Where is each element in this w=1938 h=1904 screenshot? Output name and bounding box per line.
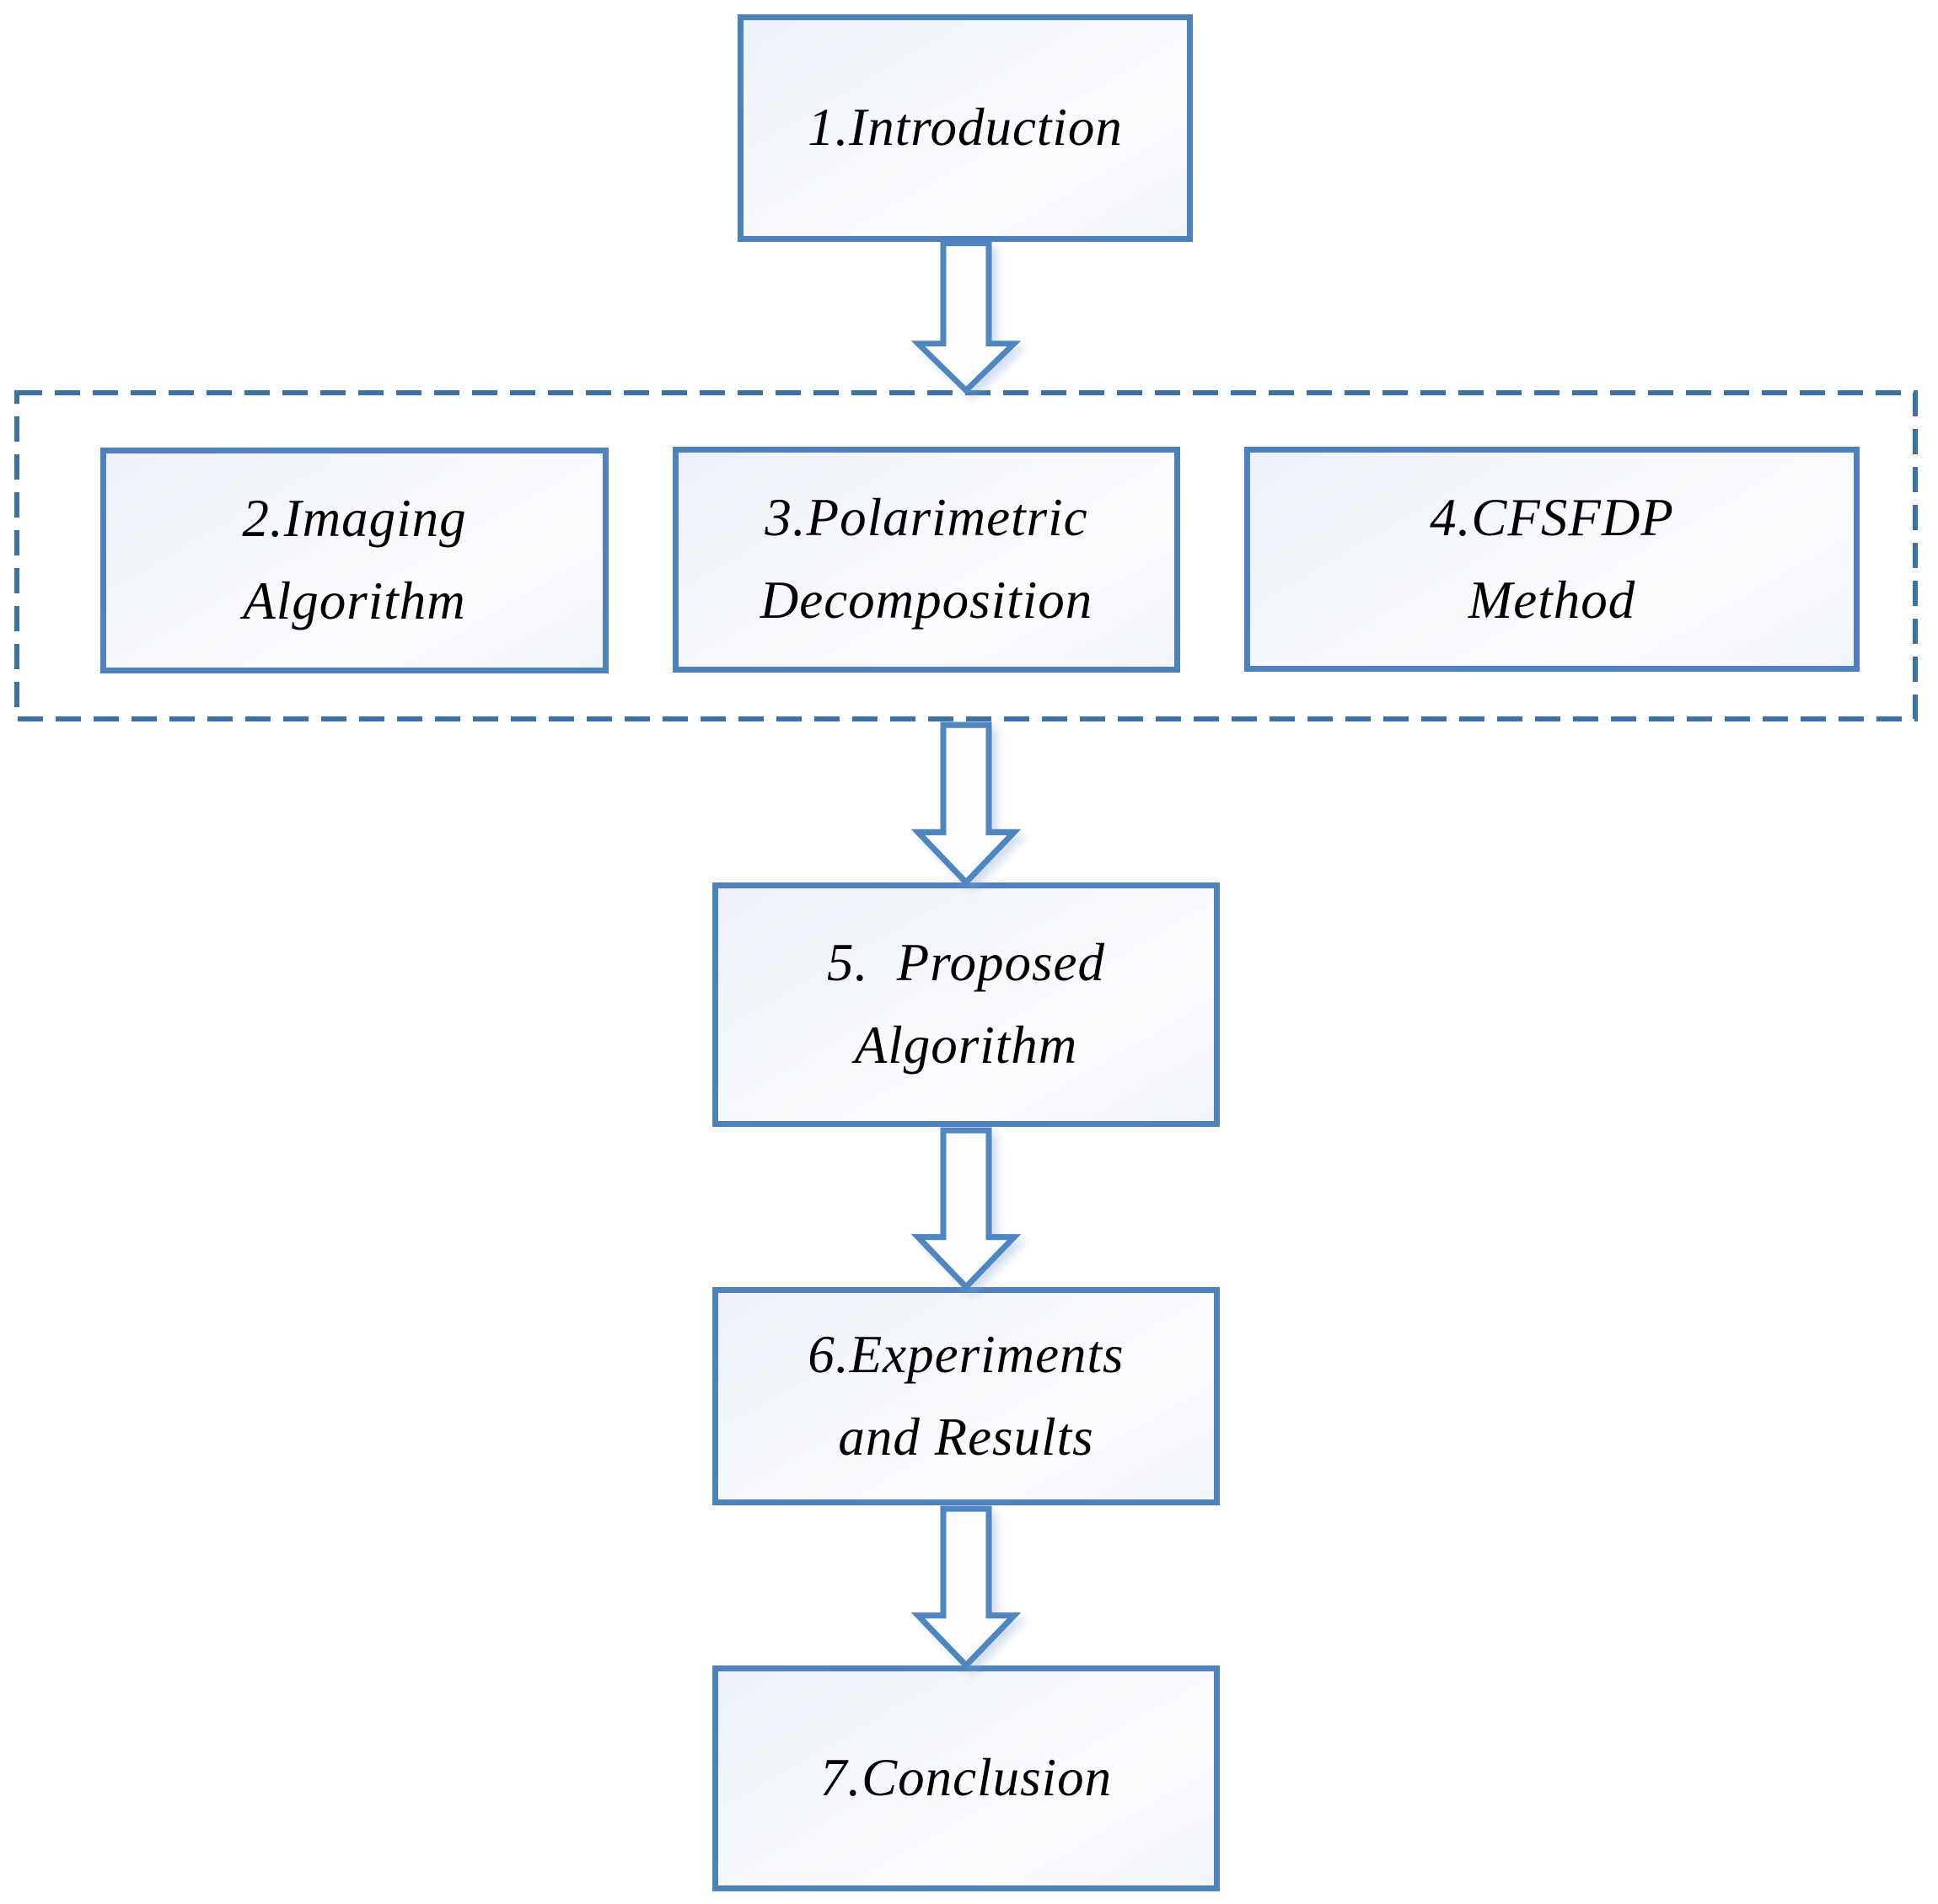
node-proposed-algorithm-label: 5. Proposed Algorithm: [827, 933, 1105, 1075]
node-introduction: 1.Introduction: [738, 14, 1193, 242]
down-arrow-icon: [911, 1505, 1021, 1669]
node-cfsfdp-method: 4.CFSFDP Method: [1244, 447, 1860, 672]
down-arrow-icon: [911, 240, 1021, 394]
node-polarimetric-decomposition-label: 3.Polarimetric Decomposition: [760, 488, 1093, 630]
down-arrow-icon: [911, 1127, 1021, 1290]
node-proposed-algorithm: 5. Proposed Algorithm: [712, 882, 1220, 1127]
node-imaging-algorithm-label: 2.Imaging Algorithm: [242, 489, 467, 630]
node-conclusion: 7.Conclusion: [712, 1665, 1220, 1891]
node-polarimetric-decomposition: 3.Polarimetric Decomposition: [673, 447, 1180, 673]
node-conclusion-label: 7.Conclusion: [819, 1748, 1113, 1808]
node-experiments-results-label: 6.Experiments and Results: [808, 1324, 1125, 1467]
node-imaging-algorithm: 2.Imaging Algorithm: [100, 448, 609, 673]
node-introduction-label: 1.Introduction: [808, 98, 1123, 158]
node-cfsfdp-method-label: 4.CFSFDP Method: [1430, 487, 1674, 630]
down-arrow-icon: [911, 721, 1021, 886]
node-experiments-results: 6.Experiments and Results: [712, 1287, 1220, 1505]
